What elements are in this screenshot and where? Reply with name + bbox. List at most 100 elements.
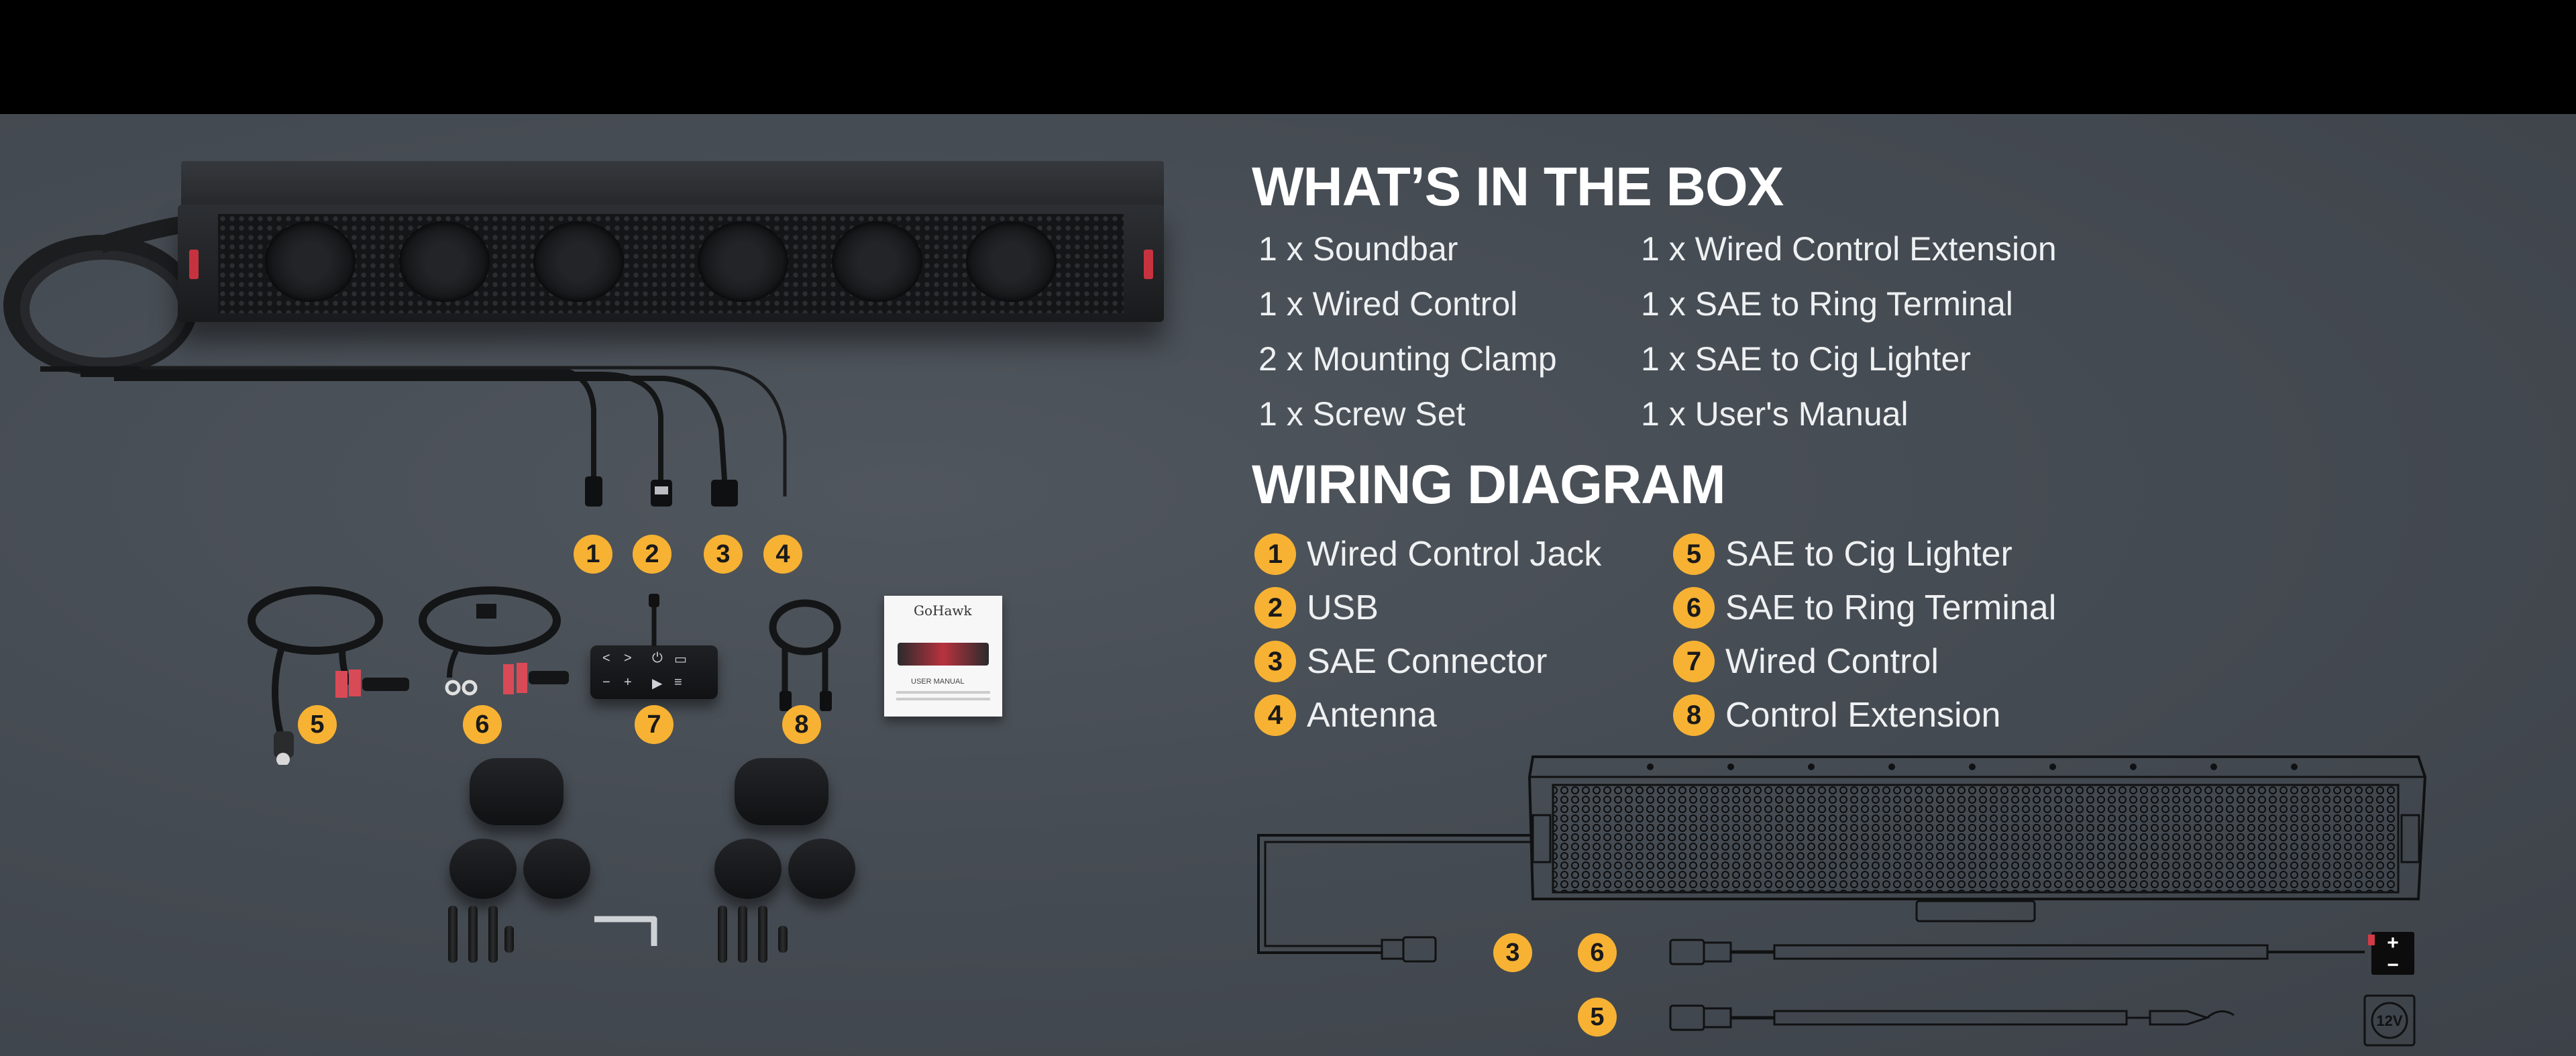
wiring-diagram: + − 12V [1257, 755, 2427, 1047]
wiring-label: USB [1307, 588, 1379, 627]
box-item: 1 x Wired Control [1258, 285, 1518, 323]
red-led-right [1144, 250, 1153, 279]
box-item: 1 x SAE to Cig Lighter [1641, 340, 1971, 378]
menu-icon: ≡ [674, 675, 682, 690]
manual-heading: USER MANUAL [911, 678, 965, 686]
battery-icon: + − [2368, 932, 2414, 976]
screw [758, 906, 767, 963]
screw [718, 906, 727, 963]
wiring-badge: 1 [1254, 533, 1296, 575]
control-cable [649, 594, 659, 646]
wiring-item: 7 Wired Control [1673, 641, 1939, 682]
mounting-clamp [735, 758, 828, 825]
wiring-item: 6 SAE to Ring Terminal [1673, 587, 2056, 629]
box-item: 1 x Soundbar [1258, 230, 1458, 268]
manual-cover-image [898, 643, 989, 666]
plus-icon: + [624, 675, 632, 690]
photo-badge-2: 2 [633, 535, 672, 574]
diagram-soundbar [1527, 755, 2427, 922]
photo-badge-7: 7 [635, 705, 674, 744]
manual-text-line [896, 691, 990, 694]
screw [448, 906, 458, 963]
wiring-badge: 6 [1673, 587, 1715, 629]
soundbar-cables [40, 366, 787, 507]
screw [778, 926, 788, 953]
wiring-item: 3 SAE Connector [1254, 641, 1547, 682]
photo-badge-4: 4 [763, 535, 802, 574]
clamp-ring [449, 839, 517, 899]
wiring-label: Antenna [1307, 696, 1437, 735]
wiring-badge: 3 [1254, 641, 1296, 682]
prev-icon: < [602, 651, 610, 666]
minus-icon: − [602, 675, 610, 690]
wiring-item: 5 SAE to Cig Lighter [1673, 533, 2012, 575]
hex-key [594, 916, 657, 946]
photo-badge-3: 3 [704, 535, 743, 574]
mount-holes [1647, 763, 2298, 770]
photo-badge-6: 6 [463, 705, 502, 744]
wiring-label: Wired Control Jack [1307, 535, 1602, 574]
screw [504, 926, 514, 953]
wiring-badge: 7 [1673, 641, 1715, 682]
screw [738, 906, 747, 963]
clamp-ring [788, 839, 855, 899]
speaker-cone [533, 221, 624, 302]
speaker-cone [265, 221, 356, 302]
soundbar-top [181, 161, 1164, 209]
speaker-cone [698, 221, 788, 302]
diagram-cig-cable [1669, 1004, 2235, 1031]
wired-control-unit: < > ⏻ ▭ − + ▶ ≡ [590, 645, 718, 699]
wiring-label: Wired Control [1725, 642, 1939, 681]
socket-label: 12V [2376, 1012, 2402, 1029]
box-item: 1 x Wired Control Extension [1641, 230, 2057, 268]
box-item: 1 x Screw Set [1258, 395, 1466, 433]
cig-lighter-cable [248, 586, 409, 765]
top-black-band [0, 0, 2576, 114]
battery-plus: + [2387, 932, 2399, 954]
diagram-ring-cable [1669, 939, 2365, 965]
photo-badge-5: 5 [298, 705, 337, 744]
wiring-badge: 2 [1254, 587, 1296, 629]
screw [488, 906, 498, 963]
wiring-badge: 4 [1254, 694, 1296, 736]
battery-minus: − [2387, 954, 2399, 976]
wiring-item: 2 USB [1254, 587, 1379, 629]
power-icon: ⏻ [652, 651, 663, 666]
diagram-badge-3: 3 [1493, 933, 1532, 972]
control-extension-cable [769, 599, 841, 711]
wiring-label: SAE Connector [1307, 642, 1548, 681]
mode-icon: ▭ [674, 652, 687, 667]
screw [468, 906, 478, 963]
photo-badge-8: 8 [782, 705, 821, 744]
diagram-badge-5: 5 [1578, 998, 1617, 1037]
speaker-cone [832, 221, 922, 302]
wiring-label: SAE to Cig Lighter [1725, 535, 2012, 574]
speaker-cone [399, 221, 490, 302]
box-title: WHAT’S IN THE BOX [1252, 156, 1784, 217]
next-icon: > [624, 651, 632, 666]
cigarette-socket-icon: 12V [2363, 994, 2416, 1047]
play-icon: ▶ [652, 676, 663, 691]
red-led-left [189, 250, 199, 279]
diagram-sae-cable [1257, 834, 1533, 963]
speaker-cone [966, 221, 1057, 302]
wiring-item: 1 Wired Control Jack [1254, 533, 1601, 575]
manual-text-line [896, 698, 990, 700]
box-item: 1 x SAE to Ring Terminal [1641, 285, 2013, 323]
mounting-clamp [470, 758, 564, 825]
box-item: 1 x User's Manual [1641, 395, 1909, 433]
ring-terminal-cable [419, 586, 569, 696]
clamp-ring [714, 839, 782, 899]
wiring-badge: 8 [1673, 694, 1715, 736]
clamp-ring [523, 839, 590, 899]
wiring-item: 4 Antenna [1254, 694, 1437, 736]
user-manual: GoHawk USER MANUAL [884, 596, 1002, 717]
wiring-label: SAE to Ring Terminal [1725, 588, 2057, 627]
wiring-badge: 5 [1673, 533, 1715, 575]
manual-brand: GoHawk [914, 602, 972, 619]
diagram-badge-6: 6 [1578, 933, 1617, 972]
wiring-item: 8 Control Extension [1673, 694, 2000, 736]
wiring-label: Control Extension [1725, 696, 2001, 735]
box-item: 2 x Mounting Clamp [1258, 340, 1557, 378]
photo-badge-1: 1 [574, 535, 612, 574]
